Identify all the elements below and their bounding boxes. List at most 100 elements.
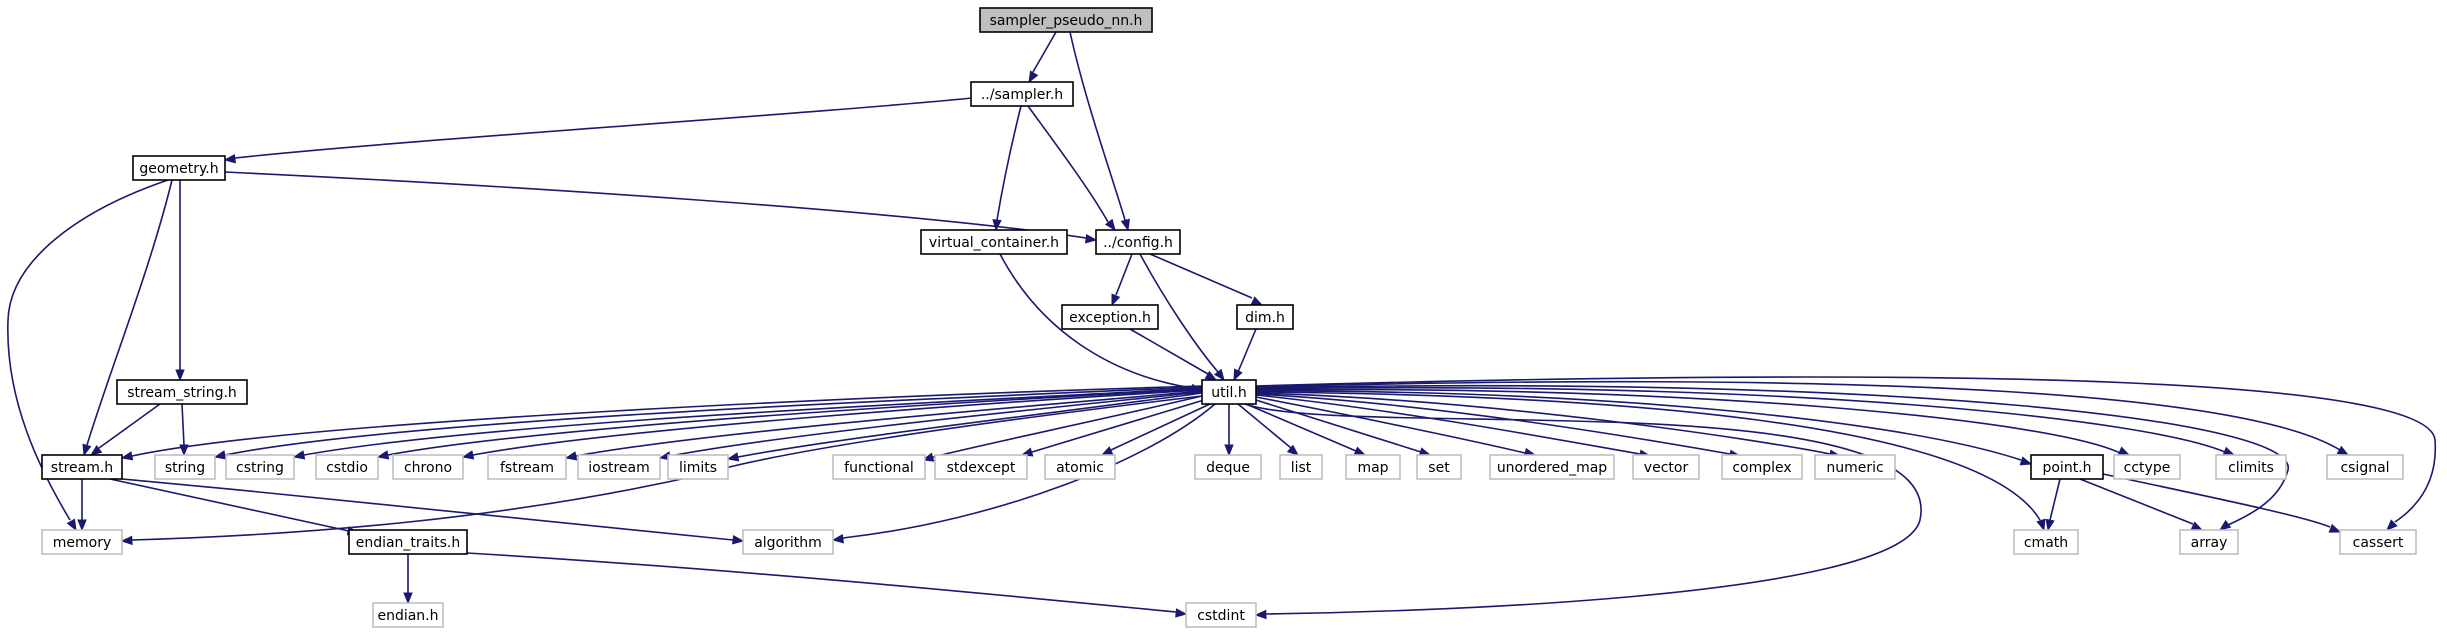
svg-text:endian_traits.h: endian_traits.h	[356, 535, 461, 551]
svg-text:stream.h: stream.h	[51, 460, 113, 476]
edge-util-atomic	[1110, 403, 1211, 451]
svg-text:cstring: cstring	[236, 460, 284, 476]
node-cstdio[interactable]: cstdio	[315, 454, 379, 480]
arrowhead-sampler_pseudo_nn-sampler	[1028, 70, 1039, 84]
arrowhead-util-csignal	[2336, 445, 2350, 456]
arrowhead-geometry-stream_string	[175, 369, 185, 382]
node-cassert[interactable]: cassert	[2339, 529, 2417, 555]
svg-text:geometry.h: geometry.h	[139, 161, 218, 177]
node-stream-h[interactable]: stream.h	[41, 454, 123, 480]
node-geometry-h[interactable]: geometry.h	[132, 155, 226, 181]
arrowhead-config-util	[1213, 368, 1225, 382]
edge-util-unordered_map	[1255, 396, 1526, 454]
svg-text:vector: vector	[1644, 460, 1689, 476]
arrowhead-stream-algorithm	[732, 535, 745, 545]
edge-util-cctype	[1255, 388, 2121, 454]
node-map[interactable]: map	[1345, 454, 1401, 480]
edge-sampler_pseudo_nn-config	[1069, 31, 1126, 221]
edge-stream_string-string	[181, 403, 185, 446]
node-climits[interactable]: climits	[2215, 454, 2287, 480]
edge-util-cstring	[303, 387, 1203, 456]
svg-text:set: set	[1428, 460, 1450, 476]
edge-util-cstdint	[1244, 403, 1922, 615]
arrowhead-sampler-virtual_container	[992, 219, 1002, 232]
node-sampler-h[interactable]: ../sampler.h	[970, 81, 1074, 107]
edge-util-string	[224, 386, 1203, 456]
node-list[interactable]: list	[1279, 454, 1323, 480]
svg-text:exception.h: exception.h	[1069, 310, 1151, 326]
edge-config-exception	[1115, 253, 1133, 296]
node-deque[interactable]: deque	[1194, 454, 1262, 480]
svg-text:numeric: numeric	[1826, 460, 1883, 476]
edge-stream_string-stream	[98, 403, 161, 449]
node-stream-string-h[interactable]: stream_string.h	[116, 379, 248, 405]
node-vector[interactable]: vector	[1632, 454, 1700, 480]
node-memory[interactable]: memory	[41, 529, 123, 555]
arrowhead-point-cassert	[2328, 523, 2342, 533]
node-cstdint[interactable]: cstdint	[1185, 602, 1257, 628]
arrowhead-endian_traits-endian	[403, 592, 413, 605]
arrowhead-util-fstream	[564, 451, 578, 461]
arrowhead-util-cassert	[2386, 519, 2398, 531]
arrowhead-util-memory	[120, 535, 133, 546]
arrowhead-sampler_pseudo_nn-config	[1120, 218, 1130, 232]
arrowhead-util-deque	[1224, 444, 1234, 457]
node-cctype[interactable]: cctype	[2113, 454, 2181, 480]
arrowhead-config-dim	[1250, 296, 1264, 306]
arrowhead-util-cstring	[292, 450, 306, 460]
node-atomic[interactable]: atomic	[1044, 454, 1116, 480]
node-array[interactable]: array	[2179, 529, 2239, 555]
svg-text:cmath: cmath	[2024, 535, 2068, 551]
node-algorithm[interactable]: algorithm	[742, 529, 834, 555]
svg-text:fstream: fstream	[500, 460, 554, 476]
edge-util-iostream	[669, 391, 1203, 457]
arrowhead-util-point	[2019, 456, 2033, 466]
arrowhead-util-algorithm	[831, 534, 844, 544]
svg-text:endian.h: endian.h	[377, 608, 438, 624]
node-endian-traits-h[interactable]: endian_traits.h	[348, 529, 468, 555]
node-cstring[interactable]: cstring	[225, 454, 295, 480]
node-iostream[interactable]: iostream	[577, 454, 661, 480]
node-cmath[interactable]: cmath	[2013, 529, 2079, 555]
svg-text:algorithm: algorithm	[754, 535, 822, 551]
node-dim-h[interactable]: dim.h	[1236, 304, 1294, 330]
node-numeric[interactable]: numeric	[1814, 454, 1896, 480]
node-config-h[interactable]: ../config.h	[1095, 229, 1181, 255]
dependency-edges	[7, 31, 2437, 620]
node-chrono[interactable]: chrono	[392, 454, 464, 480]
svg-text:stream_string.h: stream_string.h	[127, 385, 237, 401]
arrowhead-config-exception	[1111, 293, 1121, 307]
node-unordered-map[interactable]: unordered_map	[1489, 454, 1615, 480]
edge-util-csignal	[1255, 380, 2341, 451]
svg-text:atomic: atomic	[1056, 460, 1104, 476]
node-stdexcept[interactable]: stdexcept	[934, 454, 1028, 480]
node-virtual-container-h[interactable]: virtual_container.h	[920, 229, 1068, 255]
edge-geometry-stream	[86, 179, 173, 446]
arrowhead-geometry-config	[1085, 234, 1098, 244]
node-csignal[interactable]: csignal	[2326, 454, 2404, 480]
node-string[interactable]: string	[154, 454, 216, 480]
node-complex[interactable]: complex	[1721, 454, 1803, 480]
edge-util-cmath	[1255, 391, 2041, 521]
edge-dim-util	[1237, 328, 1257, 373]
arrowhead-util-list	[1286, 444, 1300, 456]
arrowhead-util-atomic	[1100, 446, 1114, 456]
node-limits[interactable]: limits	[667, 454, 729, 480]
svg-text:array: array	[2191, 535, 2228, 551]
node-set[interactable]: set	[1416, 454, 1462, 480]
node-util-h[interactable]: util.h	[1201, 379, 1257, 405]
arrowhead-util-stream	[120, 451, 134, 461]
svg-text:cassert: cassert	[2353, 535, 2404, 551]
arrowhead-util-limits	[726, 452, 740, 462]
arrowhead-endian_traits-cstdint	[1175, 608, 1188, 618]
node-endian-h[interactable]: endian.h	[372, 602, 444, 628]
node-point-h[interactable]: point.h	[2030, 454, 2104, 480]
node-sampler-pseudo-nn-h[interactable]: sampler_pseudo_nn.h	[979, 7, 1153, 33]
node-functional[interactable]: functional	[832, 454, 926, 480]
arrowhead-util-cstdint	[1254, 609, 1267, 620]
node-fstream[interactable]: fstream	[487, 454, 567, 480]
edge-sampler-virtual_container	[996, 105, 1022, 221]
arrowhead-util-cstdio	[376, 450, 390, 460]
svg-text:functional: functional	[844, 460, 914, 476]
node-exception-h[interactable]: exception.h	[1061, 304, 1159, 330]
